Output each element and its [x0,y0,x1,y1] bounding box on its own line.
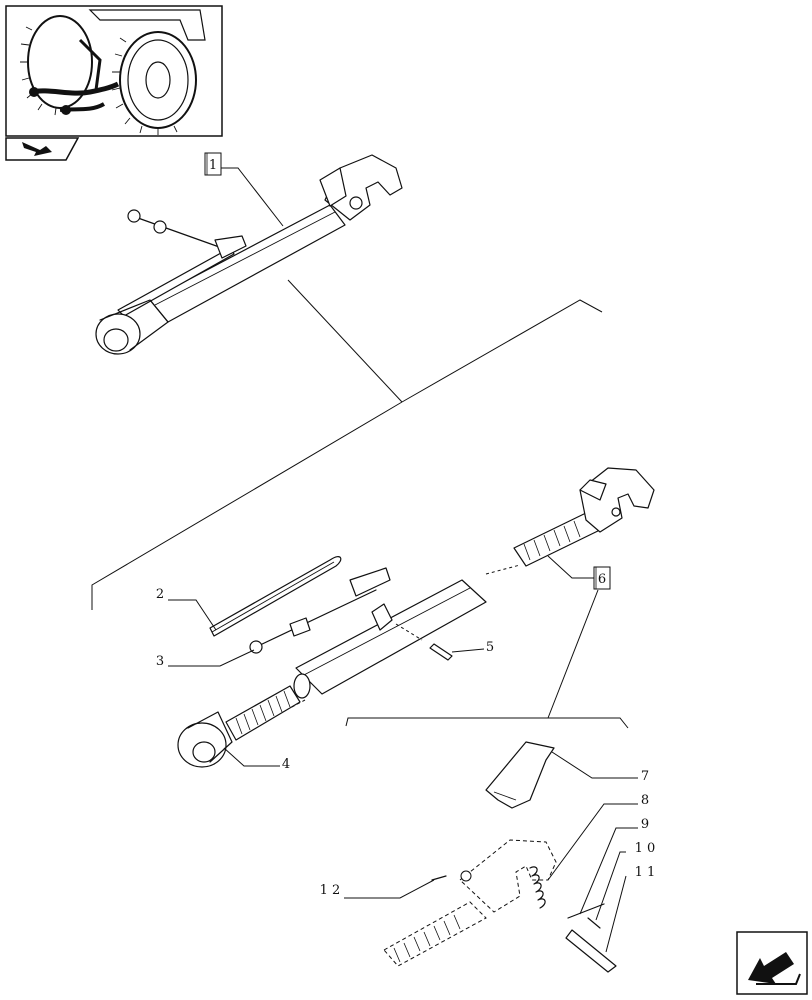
tractor-thumbnail [5,5,223,137]
callout-label-9: 9 [641,817,649,832]
callout-3: 3 [156,649,255,669]
sub-assembly-bracket [345,589,629,729]
callout-8: 8 [547,793,649,881]
part-5-pin [429,643,453,661]
part-6-hook-end [513,467,655,567]
callout-4: 4 [223,747,290,772]
callout-label-11: 1 1 [635,865,656,880]
callout-7: 7 [551,751,649,784]
part-3-handle [249,567,391,654]
callout-label-2: 2 [156,587,164,602]
callout-label-8: 8 [641,793,649,808]
assembly-bracket [91,279,603,610]
callout-2: 2 [156,587,217,631]
next-page-arrow-icon[interactable] [736,931,808,995]
callout-1: 1 [204,152,284,227]
callout-label-3: 3 [156,654,164,669]
sub-hook-assembly [383,839,617,973]
callout-6: 6 [547,555,611,590]
part-2-clip-rod [209,556,342,637]
section-tab-icon[interactable] [5,137,80,161]
callout-label-5: 5 [486,640,494,655]
callout-label-1: 1 [209,158,217,173]
callout-label-4: 4 [282,757,290,772]
callout-5: 5 [451,640,494,655]
callout-label-7: 7 [641,769,649,784]
top-link-assembly [95,154,403,355]
callout-label-12: 1 2 [320,883,341,898]
exploded-top-link [177,564,521,768]
callout-9: 9 [579,817,649,915]
callout-label-6: 6 [598,572,606,587]
part-7-latch [485,741,555,809]
callout-12: 1 2 [320,879,435,899]
callout-label-10: 1 0 [635,841,656,856]
callout-10: 1 0 [595,841,656,921]
callout-11: 1 1 [605,865,656,953]
